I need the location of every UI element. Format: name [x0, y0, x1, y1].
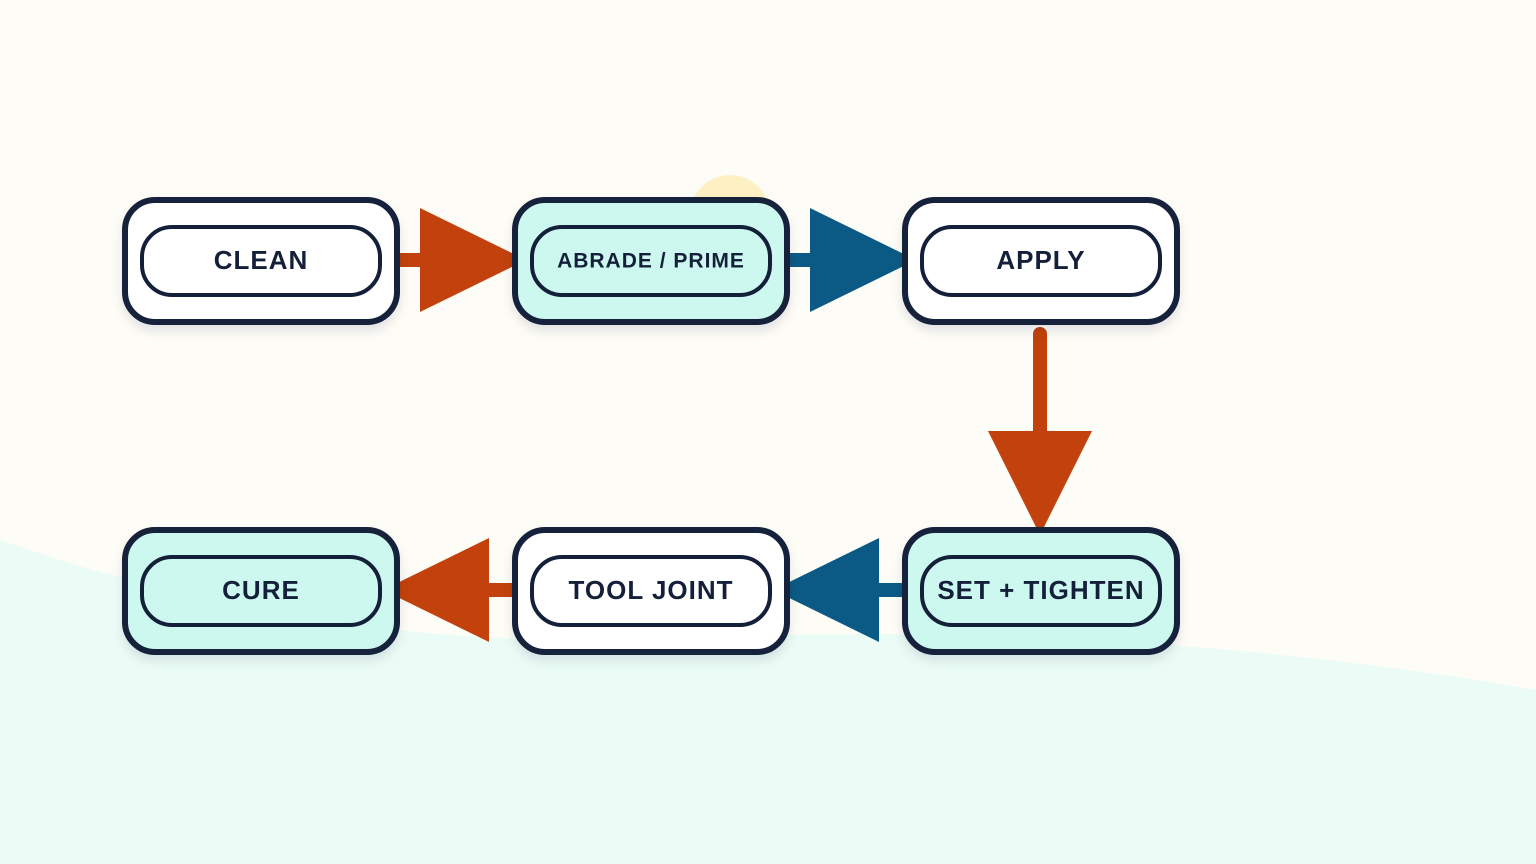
step-inner-pill [920, 225, 1162, 297]
step-clean: CLEAN [122, 197, 400, 325]
steps: CLEAN ABRADE / PRIME APPLY SET + TIGHTEN TOO… [122, 197, 1180, 655]
step-inner-pill [140, 555, 382, 627]
arrow-left-icon [383, 538, 489, 642]
step-tool-joint: TOOL JOINT [512, 527, 790, 655]
step-abrade-prime: ABRADE / PRIME [512, 197, 790, 325]
connector-clean-to-abrade-prime [391, 208, 526, 312]
arrow-right-icon [420, 208, 526, 312]
step-label: CLEAN [214, 245, 309, 275]
arrow-left-icon [773, 538, 879, 642]
step-label: TOOL JOINT [568, 575, 733, 605]
step-inner-pill [140, 225, 382, 297]
connector-apply-to-set-tighten [988, 327, 1092, 535]
step-inner-pill [530, 555, 772, 627]
background-wave [0, 540, 1536, 864]
step-label: CURE [222, 575, 300, 605]
connector-tool-joint-to-cure [383, 538, 519, 642]
connectors [383, 208, 1092, 642]
arrow-right-icon [810, 208, 916, 312]
step-inner-pill [530, 225, 772, 297]
step-set-tighten: SET + TIGHTEN [902, 527, 1180, 655]
step-cure: CURE [122, 527, 400, 655]
step-label: ABRADE / PRIME [557, 250, 745, 273]
step-inner-pill [920, 555, 1162, 627]
connector-set-tighten-to-tool-joint [773, 538, 909, 642]
step-apply: APPLY [902, 197, 1180, 325]
step-label: APPLY [996, 245, 1085, 275]
connector-abrade-prime-to-apply [781, 208, 916, 312]
arrow-down-icon [988, 431, 1092, 535]
step-label: SET + TIGHTEN [937, 575, 1144, 605]
